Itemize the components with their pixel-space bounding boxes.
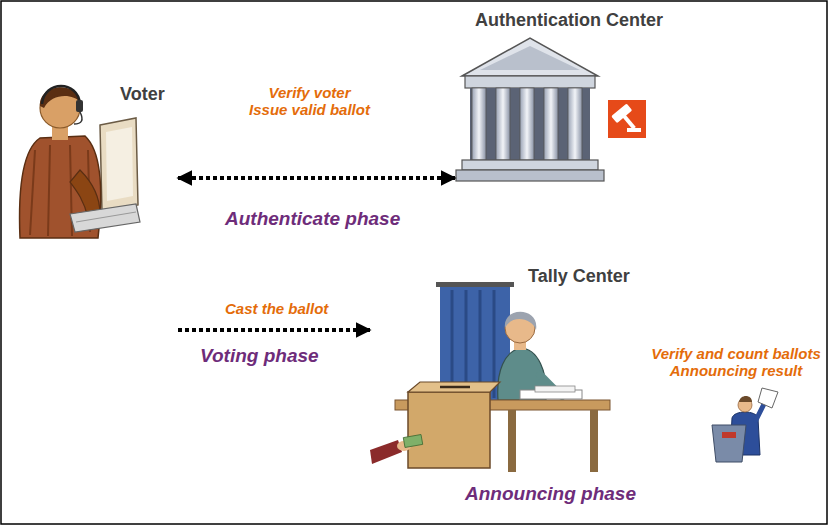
drawing-part: [440, 386, 470, 389]
drawing-part: [505, 312, 536, 330]
drawing-part: [70, 204, 140, 232]
voter-figure: [20, 86, 140, 238]
drawing-part: [76, 212, 136, 222]
dotted-arrow: [178, 328, 370, 332]
voter-box: Voter: [8, 80, 178, 345]
drawing-part: [535, 386, 575, 392]
tally-figure: [370, 282, 610, 472]
drawing-part: [106, 127, 133, 201]
authority-box: Authentication Center: [455, 6, 685, 186]
drawing-part: [480, 46, 580, 70]
node-title: Voter: [120, 84, 165, 105]
dotted-arrow: [178, 176, 455, 180]
step-note: Verify and count ballots Announcing resu…: [648, 345, 824, 380]
drawing-part: [508, 410, 516, 472]
drawing-part: [436, 282, 514, 287]
drawing-part: [712, 425, 746, 462]
drawing-part: [496, 88, 510, 160]
drawing-part: [622, 115, 635, 130]
phase-label: Voting phase: [200, 345, 319, 367]
drawing-part: [403, 435, 422, 448]
edge-label: Cast the ballot: [225, 300, 328, 317]
drawing-part: [462, 38, 598, 76]
drawing-part: [568, 88, 582, 160]
drawing-part: [608, 100, 646, 138]
drawing-part: [408, 392, 490, 468]
phase-label: Authenticate phase: [225, 208, 400, 230]
drawing-part: [472, 88, 486, 160]
drawing-part: [100, 118, 138, 212]
edge-label: Verify voter Issue valid ballot: [248, 84, 371, 119]
phase-label: Announcing phase: [465, 483, 636, 505]
speaker-figure: [712, 388, 778, 462]
node-title: Tally Center: [528, 266, 630, 287]
drawing-part: [758, 388, 778, 408]
building-icon: [456, 38, 604, 181]
drawing-part: [456, 170, 604, 181]
drawing-part: [470, 88, 590, 160]
drawing-part: [465, 76, 595, 88]
drawing-part: [627, 128, 641, 132]
drawing-part: [544, 88, 558, 160]
drawing-part: [408, 382, 500, 392]
drawing-part: [590, 410, 598, 472]
drawing-part: [42, 86, 80, 104]
drawing-part: [722, 432, 736, 438]
tally-box: Tally Center: [370, 262, 660, 477]
drawing-part: [520, 88, 534, 160]
node-title: Authentication Center: [475, 10, 663, 31]
drawing-part: [611, 103, 642, 134]
drawing-part: [370, 440, 402, 464]
drawing-part: [76, 100, 83, 112]
gavel-icon: [608, 100, 646, 138]
drawing-part: [74, 112, 82, 124]
drawing-part: [739, 396, 752, 402]
drawing-part: [462, 160, 598, 170]
